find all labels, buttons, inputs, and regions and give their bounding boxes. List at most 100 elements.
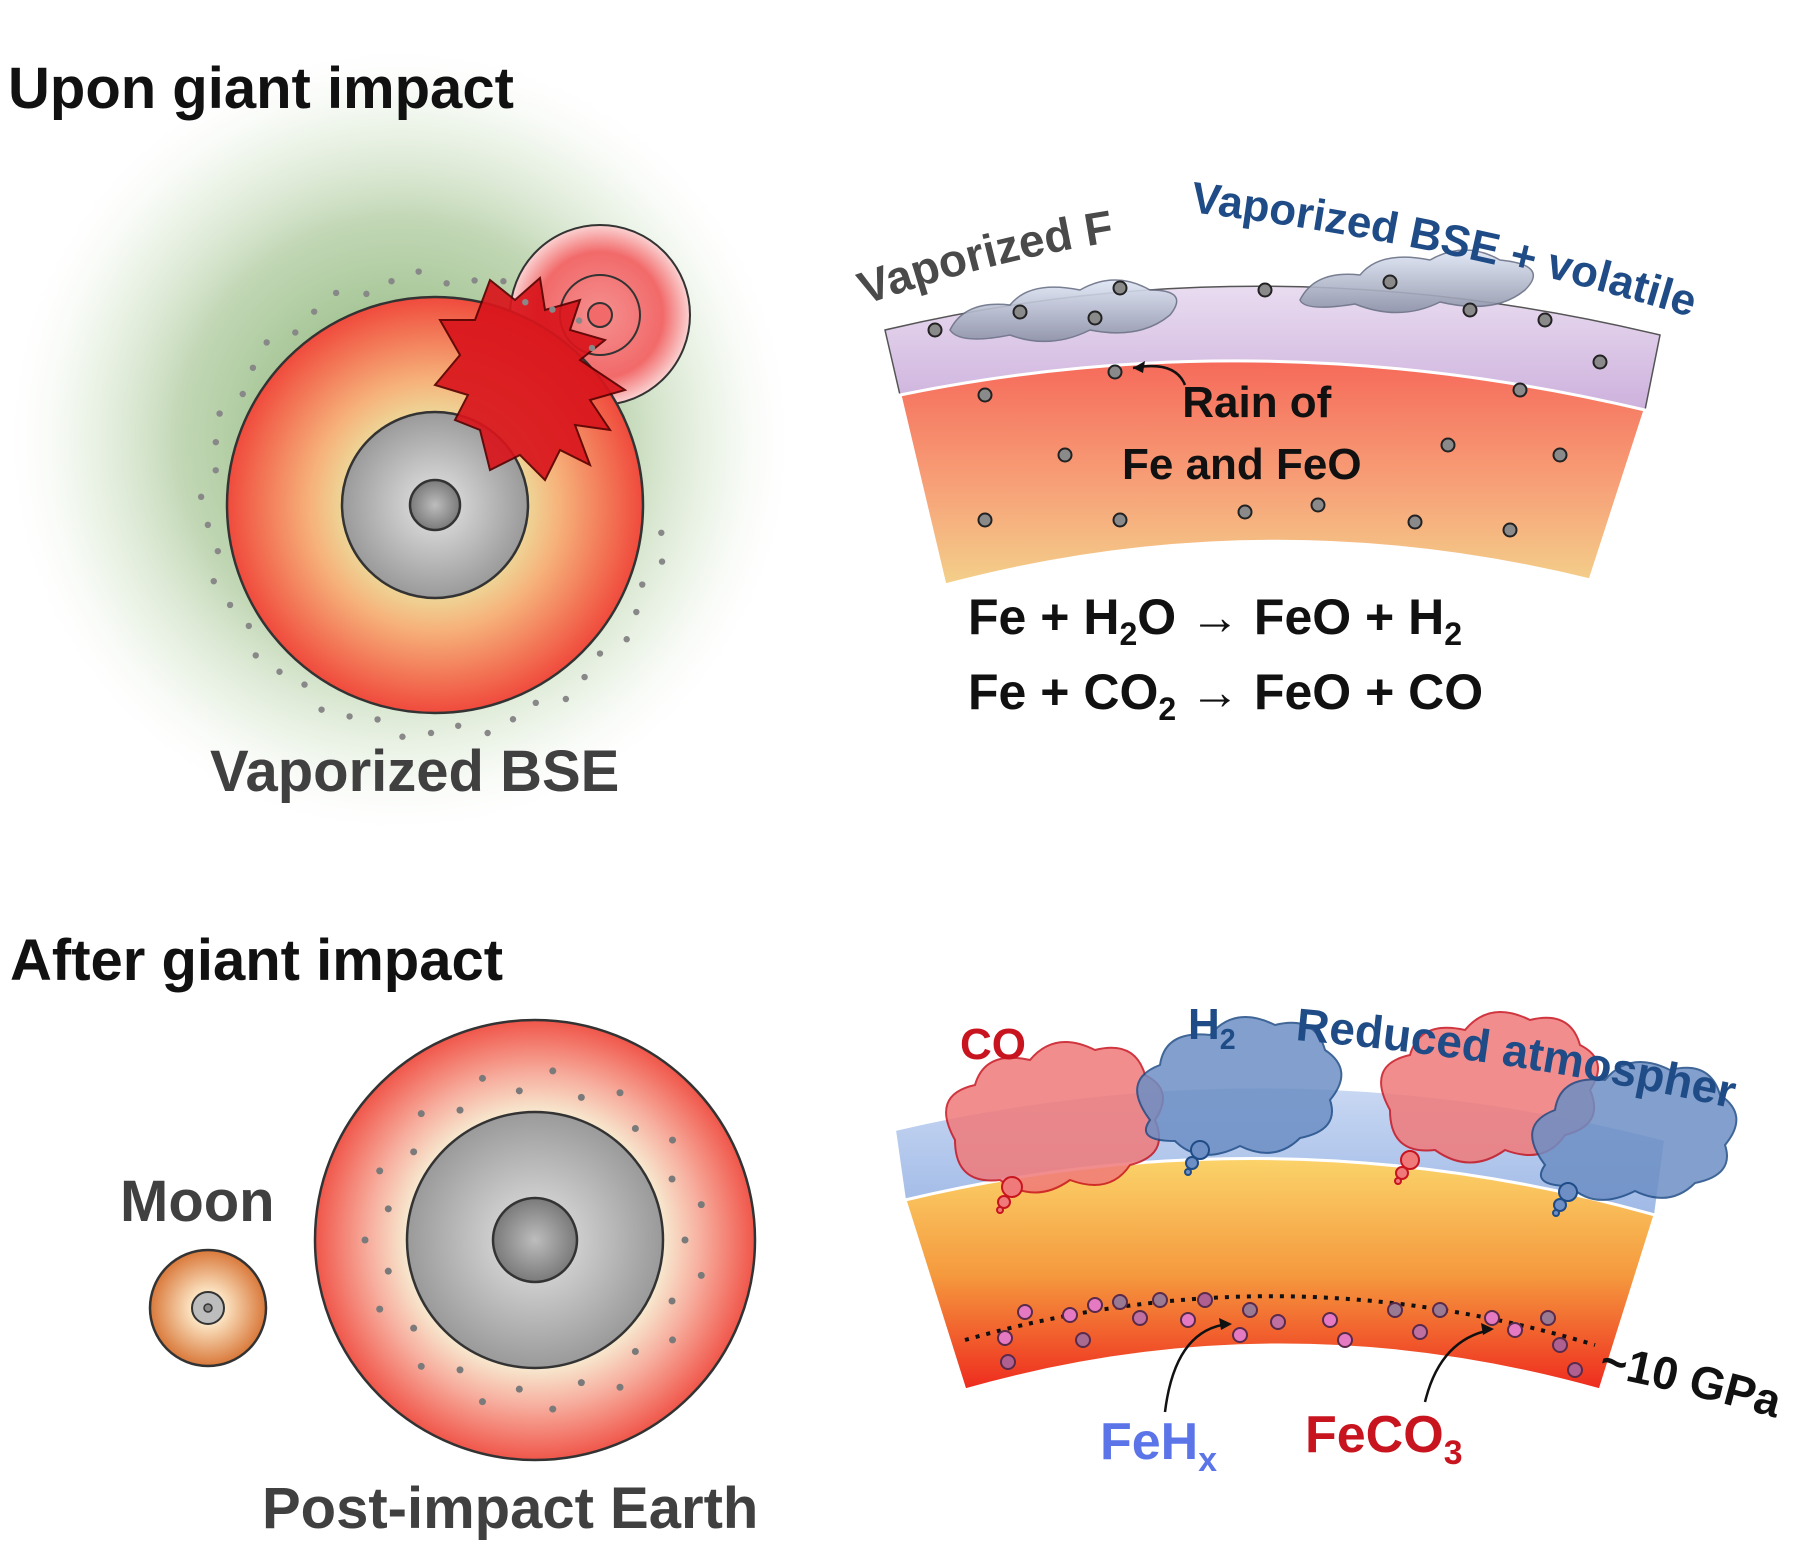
particle [455,722,462,729]
particle [639,581,646,588]
feh-feco3-particles [997,1292,1583,1378]
h2-sub: 2 [1219,1024,1236,1056]
particle [1537,312,1553,328]
particle [1062,1307,1078,1323]
particle [1112,1294,1128,1310]
particle [1382,274,1398,290]
particle [549,306,556,313]
feh-sub: x [1198,1440,1218,1479]
particle [1242,1302,1258,1318]
particle [399,733,406,740]
particle [310,308,318,315]
particle [1484,1310,1500,1326]
section-title-upon: Upon giant impact [8,56,514,121]
particle [263,339,270,346]
co-cloud-tails [996,1150,1420,1214]
particle [384,1267,392,1275]
eq1-sub-b: 2 [1444,616,1463,653]
proto-earth-inner-core [408,478,462,532]
particle [361,1236,369,1244]
particle [292,329,299,336]
particle [1107,364,1123,380]
rain-label-line2: Fe and FeO [1122,440,1362,489]
eq1-part-b: O → FeO + H [1137,589,1445,645]
particle [1270,1314,1286,1330]
particle [577,1093,585,1101]
particle [1132,1310,1148,1326]
particle [318,706,325,713]
particle [669,1136,677,1144]
particle [276,668,283,675]
particle [588,344,596,352]
particle [427,729,435,737]
particle [581,673,588,681]
particle [668,1297,676,1305]
particle [658,529,665,536]
particle [212,438,220,446]
particle [388,277,395,285]
particle [226,601,234,609]
particle [1075,1332,1091,1348]
particle [204,521,212,529]
particle [1237,504,1253,520]
particle [1552,1337,1568,1353]
particle [1017,1304,1033,1320]
particle [1057,447,1073,463]
particle [532,699,539,707]
particle [1552,447,1568,463]
particle [1512,382,1528,398]
particle [509,716,517,723]
particle [1592,354,1608,370]
magma-ocean-top [898,359,1647,587]
particle [616,1089,624,1097]
particle [376,1305,384,1313]
particle [623,636,630,643]
particle [301,681,308,688]
rain-label: Rain of Fe and FeO [1122,372,1362,496]
moon-inner-core [203,1303,213,1313]
particle [456,1366,464,1374]
post-impact-earth-inner-core [491,1196,579,1284]
particle [515,1087,523,1095]
particle [1432,1302,1448,1318]
section-title-after: After giant impact [10,928,504,993]
magma-ocean-bottom [903,1156,1657,1392]
particle [252,652,259,659]
particle [249,364,257,371]
particle [478,1074,486,1082]
eq2-sub-a: 2 [1158,691,1177,728]
particle [1440,437,1456,453]
particle [1412,1324,1428,1340]
pressure-level-line [964,1294,1596,1347]
particle [977,512,993,528]
particle [363,290,370,298]
rain-label-line1: Rain of [1182,378,1332,427]
particle [1507,1322,1523,1338]
eq1-sub-a: 2 [1119,616,1138,653]
particle [697,1271,705,1279]
vaporized-bse-caption: Vaporized BSE [210,739,620,804]
particle [1112,280,1128,296]
particle [658,558,666,565]
particle [376,1167,384,1175]
co-label: CO [960,1020,1026,1069]
particle [577,1379,585,1387]
particle [1310,497,1326,513]
particle [522,298,529,306]
particle [1000,1354,1016,1370]
particle [346,713,353,720]
h2-cloud-tails [1184,1140,1578,1217]
feh-pointer-arrow [1163,1322,1229,1413]
particle [374,716,381,723]
impact-burst [433,276,628,482]
particle [631,1125,639,1133]
particle [332,289,340,297]
particle [216,410,223,417]
particle [1567,1362,1583,1378]
particle [415,268,422,275]
particle [417,1362,425,1370]
eq2-part-b: → FeO + CO [1190,664,1484,720]
particle [681,1236,689,1244]
particle [697,1201,705,1209]
particle [210,577,217,585]
